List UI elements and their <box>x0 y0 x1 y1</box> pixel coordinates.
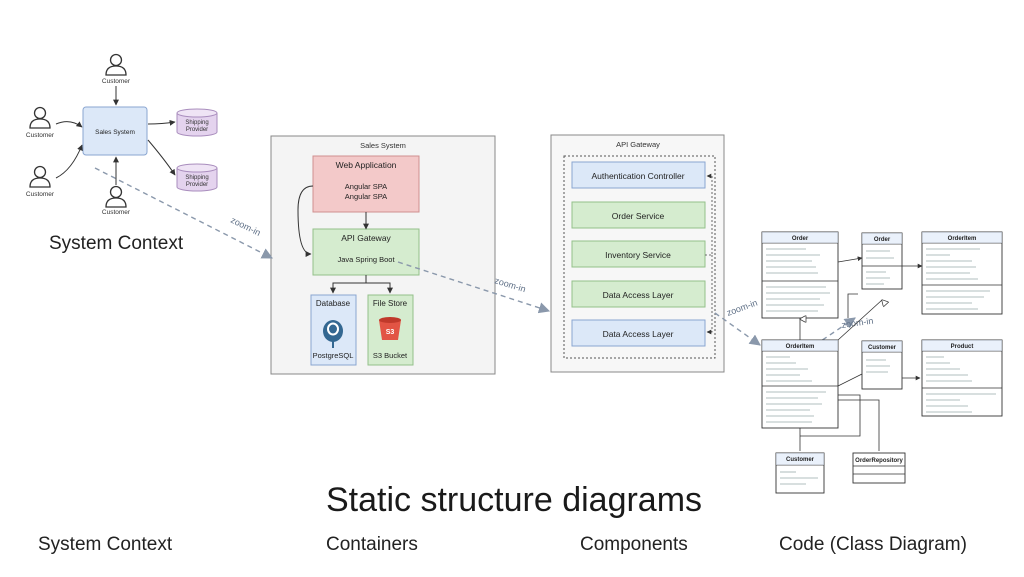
component-authentication-controller <box>571 161 706 189</box>
component-data-access-layer-1 <box>571 280 706 308</box>
containers-diagram: Sales System Web Application Angular SPA… <box>270 135 496 375</box>
class-product-name: Product <box>951 344 974 350</box>
component-inventory-service-label: Inventory Service <box>605 250 671 260</box>
components-dashed-inner <box>563 155 716 359</box>
component-data-access-layer-2 <box>571 319 706 347</box>
customer-left2-person-icon <box>29 165 51 188</box>
bottom-label-code: Code (Class Diagram) <box>779 534 967 555</box>
database-tech: PostgreSQL <box>313 351 354 360</box>
context-arrows <box>55 86 176 185</box>
class-order-mid-lines <box>866 250 894 285</box>
class-order-mid-name: Order <box>874 237 891 243</box>
customer-left-person-icon <box>29 106 51 129</box>
s3-bucket-icon <box>379 317 401 340</box>
class-customer-mid-lines <box>866 359 890 373</box>
main-title: Static structure diagrams <box>326 481 703 519</box>
class-orderitem-right-name: OrderItem <box>948 236 977 242</box>
shipping-provider-2-cylinder <box>176 163 218 192</box>
customer-left-label: Customer <box>26 132 55 139</box>
shipping-provider-1-cylinder <box>176 108 218 137</box>
class-product-lines <box>926 356 996 413</box>
component-data-access-layer-1-label: Data Access Layer <box>603 290 674 300</box>
components-diagram: API Gateway Authentication Controller Or… <box>550 134 725 373</box>
class-orderitem-right-lines <box>926 248 990 310</box>
postgresql-elephant-icon <box>323 320 343 348</box>
class-diagram: Order Order OrderItem <box>761 231 1003 494</box>
class-relations <box>800 256 923 451</box>
class-order-repository-name: OrderRepository <box>855 458 903 464</box>
system-context-diagram: Customer Customer Customer Customer Sale… <box>26 53 218 216</box>
class-orderitem-left <box>761 339 839 429</box>
class-order-left-name: Order <box>792 236 809 242</box>
component-order-service <box>571 201 706 229</box>
class-customer-bottom-name: Customer <box>786 457 815 463</box>
customer-bottom-person-icon <box>105 185 127 208</box>
database-label: Database <box>316 299 351 308</box>
customer-left2-label: Customer <box>26 191 55 198</box>
bottom-label-components: Components <box>580 534 688 555</box>
sales-system-boundary-label: Sales System <box>360 141 406 150</box>
class-customer-mid <box>861 340 903 390</box>
component-order-service-label: Order Service <box>612 211 665 221</box>
file-store-label: File Store <box>373 299 408 308</box>
customer-top-label: Customer <box>102 78 131 85</box>
sales-system-box <box>82 106 148 156</box>
class-order-left-lines <box>766 248 830 312</box>
component-authentication-controller-label: Authentication Controller <box>591 171 684 181</box>
customer-top-person-icon <box>105 53 127 76</box>
web-application-label: Web Application <box>336 160 397 170</box>
web-application-tech-1: Angular SPA <box>345 182 387 191</box>
shipping-provider-2-line2: Provider <box>186 182 208 188</box>
api-gateway-container-tech: Java Spring Boot <box>337 255 395 264</box>
container-arrows <box>297 185 393 294</box>
api-gateway-container-label: API Gateway <box>341 233 391 243</box>
zoom-in-label-2: zoom-in <box>493 275 527 294</box>
customer-bottom-label: Customer <box>102 209 131 216</box>
zoom-in-label-3: zoom-in <box>725 298 759 318</box>
web-application-tech-2: Angular SPA <box>345 192 387 201</box>
class-order-mid <box>861 232 903 290</box>
shipping-provider-1-line2: Provider <box>186 127 208 133</box>
zoom-in-arrows <box>94 167 856 346</box>
class-customer-mid-name: Customer <box>868 345 897 351</box>
class-orderitem-left-lines <box>766 356 826 423</box>
file-store-tech: S3 Bucket <box>373 351 408 360</box>
class-orderitem-left-name: OrderItem <box>786 344 815 350</box>
class-product <box>921 339 1003 417</box>
api-gateway-boundary-label: API Gateway <box>616 140 660 149</box>
component-data-access-layer-2-label: Data Access Layer <box>603 329 674 339</box>
shipping-provider-1-line: Shipping <box>185 120 208 126</box>
component-arrows <box>705 173 713 335</box>
system-context-heading: System Context <box>49 233 184 254</box>
shipping-provider-2-line: Shipping <box>185 175 208 181</box>
sales-system-label: Sales System <box>95 129 135 136</box>
class-order-left <box>761 231 839 319</box>
bottom-label-system-context: System Context <box>38 534 173 555</box>
bottom-label-containers: Containers <box>326 534 418 555</box>
class-customer-bottom-lines <box>780 471 818 485</box>
class-order-repository <box>852 452 906 484</box>
component-inventory-service <box>571 240 706 268</box>
zoom-in-label-1: zoom-in <box>229 215 262 238</box>
s3-icon-text: S3 <box>386 329 395 336</box>
class-customer-bottom <box>775 452 825 494</box>
web-application-box <box>312 155 420 213</box>
